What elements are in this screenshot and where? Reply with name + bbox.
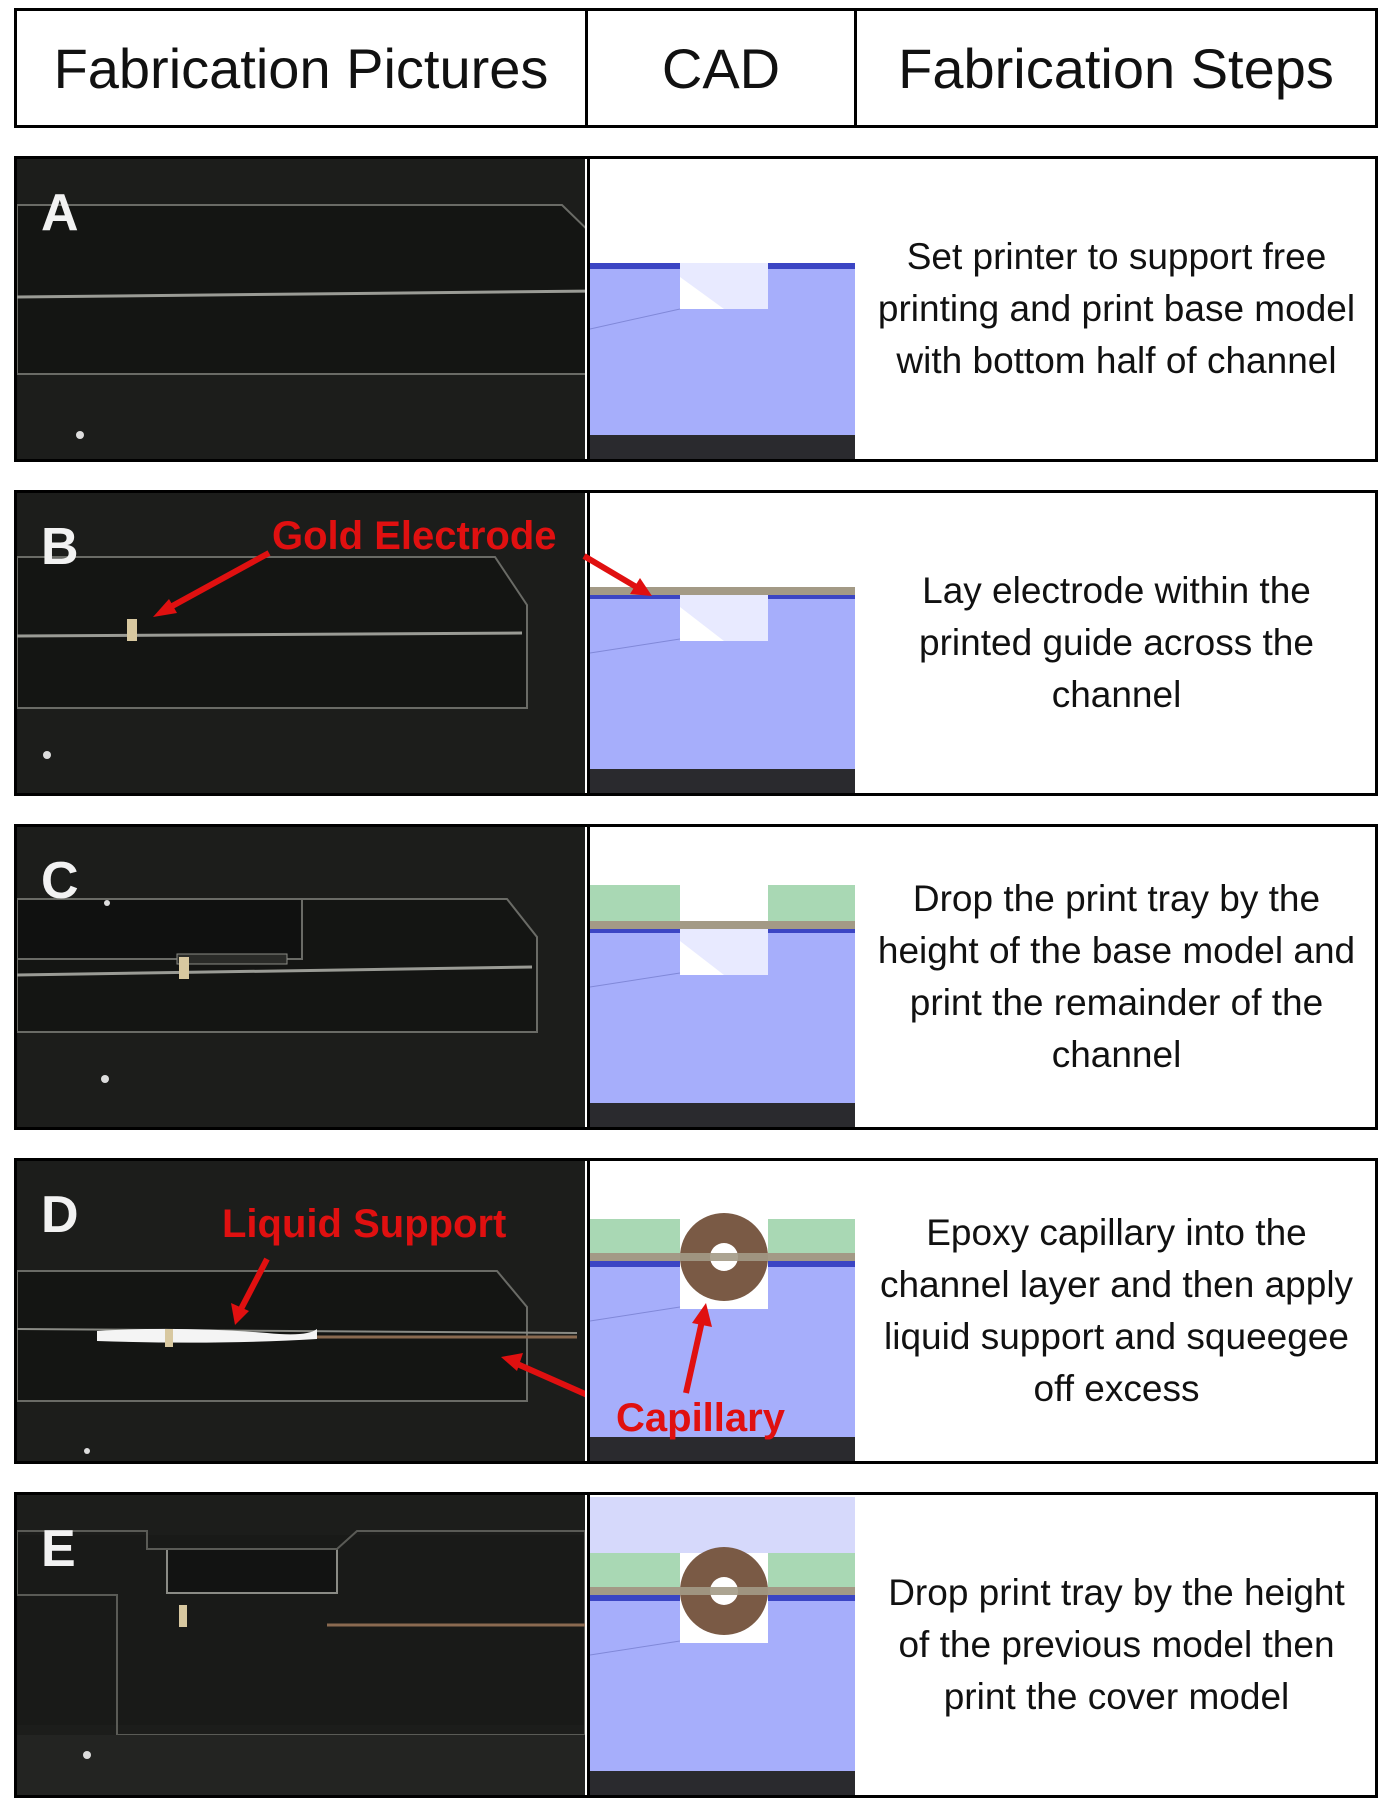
cad-e	[587, 1495, 855, 1795]
cad-c-drawing	[590, 827, 855, 1127]
callout-capillary: Capillary	[616, 1396, 785, 1440]
header-divider-1	[585, 11, 588, 125]
photo-e: E	[17, 1495, 585, 1795]
step-b-text: Lay electrode within the printed guide a…	[919, 570, 1314, 715]
step-e-text: Drop print tray by the height of the pre…	[888, 1572, 1345, 1717]
header-row: Fabrication Pictures CAD Fabrication Ste…	[14, 8, 1378, 128]
photo-c: C	[17, 827, 585, 1127]
photo-d-sketch	[17, 1161, 585, 1461]
cad-e-drawing	[590, 1495, 855, 1795]
callout-liquid-support: Liquid Support	[222, 1202, 507, 1246]
header-divider-2	[854, 11, 857, 125]
cad-a	[587, 159, 855, 459]
step-a-text: Set printer to support free printing and…	[877, 236, 1356, 381]
cad-b-drawing	[590, 493, 855, 793]
step-letter-a: A	[41, 184, 79, 242]
step-c-text: Drop the print tray by the height of the…	[877, 878, 1356, 1075]
cad-a-drawing	[590, 159, 855, 459]
photo-a: A	[17, 159, 585, 459]
callout-gold-electrode: Gold Electrode	[272, 514, 557, 558]
step-letter-d: D	[41, 1186, 79, 1244]
cad-d	[587, 1161, 855, 1461]
cad-b	[587, 493, 855, 793]
cad-d-drawing	[590, 1161, 855, 1461]
step-d-text: Epoxy capillary into the channel layer a…	[879, 1212, 1354, 1409]
photo-e-sketch	[17, 1495, 585, 1795]
photo-b-sketch	[17, 493, 585, 793]
header-fabrication-pictures: Fabrication Pictures	[53, 36, 549, 100]
cad-c	[587, 827, 855, 1127]
header-cad: CAD	[661, 36, 781, 100]
step-letter-c: C	[41, 852, 79, 910]
step-letter-b: B	[41, 518, 79, 576]
gold-electrode-arrow-cad	[582, 553, 652, 596]
photo-b: B	[17, 493, 585, 793]
header-fabrication-steps: Fabrication Steps	[898, 36, 1334, 100]
photo-d: D	[17, 1161, 585, 1461]
photo-c-sketch	[17, 827, 585, 1127]
photo-a-sketch	[17, 159, 585, 459]
step-letter-e: E	[41, 1520, 76, 1578]
